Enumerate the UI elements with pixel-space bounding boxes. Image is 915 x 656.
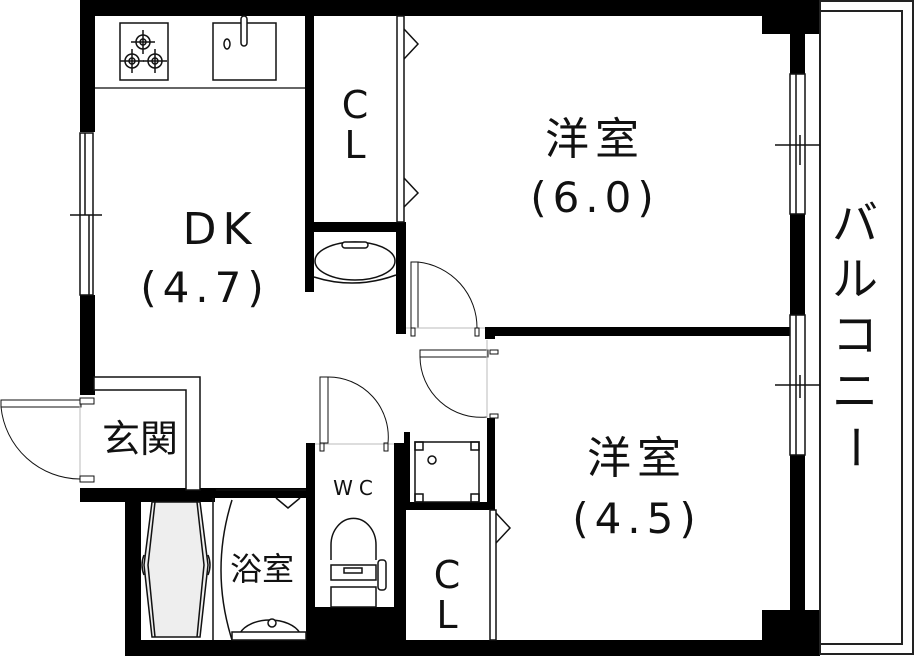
- balcony-char: ニ: [832, 364, 878, 418]
- room-label-bath: 浴室: [229, 550, 294, 588]
- wall-left-middle: [80, 295, 95, 395]
- balcony-outline: [819, 0, 914, 655]
- window-room2: [775, 314, 820, 456]
- wall-closet2-left: [400, 510, 406, 656]
- bathtub-icon: [141, 501, 211, 638]
- wall-closet-bottom: [305, 222, 405, 232]
- closet1-doors: [396, 15, 420, 223]
- wall-wc-bottom: [306, 607, 404, 656]
- closet2-c: C: [433, 553, 461, 597]
- closet2-door: [489, 509, 512, 641]
- room-label-western1: 洋室: [545, 114, 645, 165]
- wall-laundry-bottom: [404, 502, 495, 510]
- wall-top: [80, 0, 820, 16]
- wall-room2-left: [485, 327, 495, 339]
- window-room1: [775, 73, 820, 215]
- wall-wc-left: [306, 443, 315, 656]
- room-size-dk: (4.7): [140, 263, 270, 312]
- wall-washbasin-right: [396, 222, 406, 334]
- bath-sink-icon: [231, 618, 307, 641]
- bath-door-marker: [275, 497, 301, 509]
- wall-laundry-left: [404, 432, 410, 510]
- shoe-box: [93, 376, 201, 491]
- door-entrance: [0, 397, 95, 483]
- wall-bath-left: [125, 488, 141, 656]
- closet1-l: L: [344, 123, 366, 167]
- room-label-closet1: C L: [330, 85, 380, 165]
- room-size-western2: (4.5): [572, 494, 702, 543]
- door-room1: [406, 261, 485, 337]
- wall-left-upper: [80, 0, 95, 132]
- balcony-char: コ: [832, 308, 878, 362]
- room-size-western1: (6.0): [530, 173, 660, 222]
- room-label-balcony: バ ル コ ニ ー: [825, 195, 885, 475]
- toilet-icon: [330, 517, 387, 608]
- room-label-dk: DK: [182, 204, 258, 255]
- washbasin-icon: [313, 241, 397, 284]
- washing-machine-pan-icon: [414, 441, 480, 503]
- wall-bottom: [125, 640, 805, 656]
- balcony-char: バ: [832, 196, 878, 250]
- room-label-closet2: C L: [422, 555, 472, 635]
- balcony-char: ー: [828, 424, 882, 470]
- bath-curve: [220, 499, 233, 641]
- door-wc: [315, 376, 394, 452]
- balcony-char: ル: [832, 252, 878, 306]
- room-label-western2: 洋室: [587, 433, 687, 484]
- door-room2: [419, 340, 499, 419]
- kitchen-sink-icon: [212, 15, 277, 81]
- wall-kitchen-closet: [305, 0, 314, 292]
- wall-room2-left-lower: [487, 418, 495, 510]
- wall-rooms-divider: [485, 327, 805, 336]
- wall-wc-right: [394, 443, 404, 656]
- gas-stove-icon: [119, 22, 169, 81]
- closet2-l: L: [436, 593, 458, 637]
- room-label-entrance: 玄関: [101, 417, 178, 461]
- closet1-c: C: [341, 83, 369, 127]
- wall-bath-top: [130, 488, 306, 498]
- room-label-wc: WC: [333, 476, 379, 500]
- window-dk: [70, 132, 102, 296]
